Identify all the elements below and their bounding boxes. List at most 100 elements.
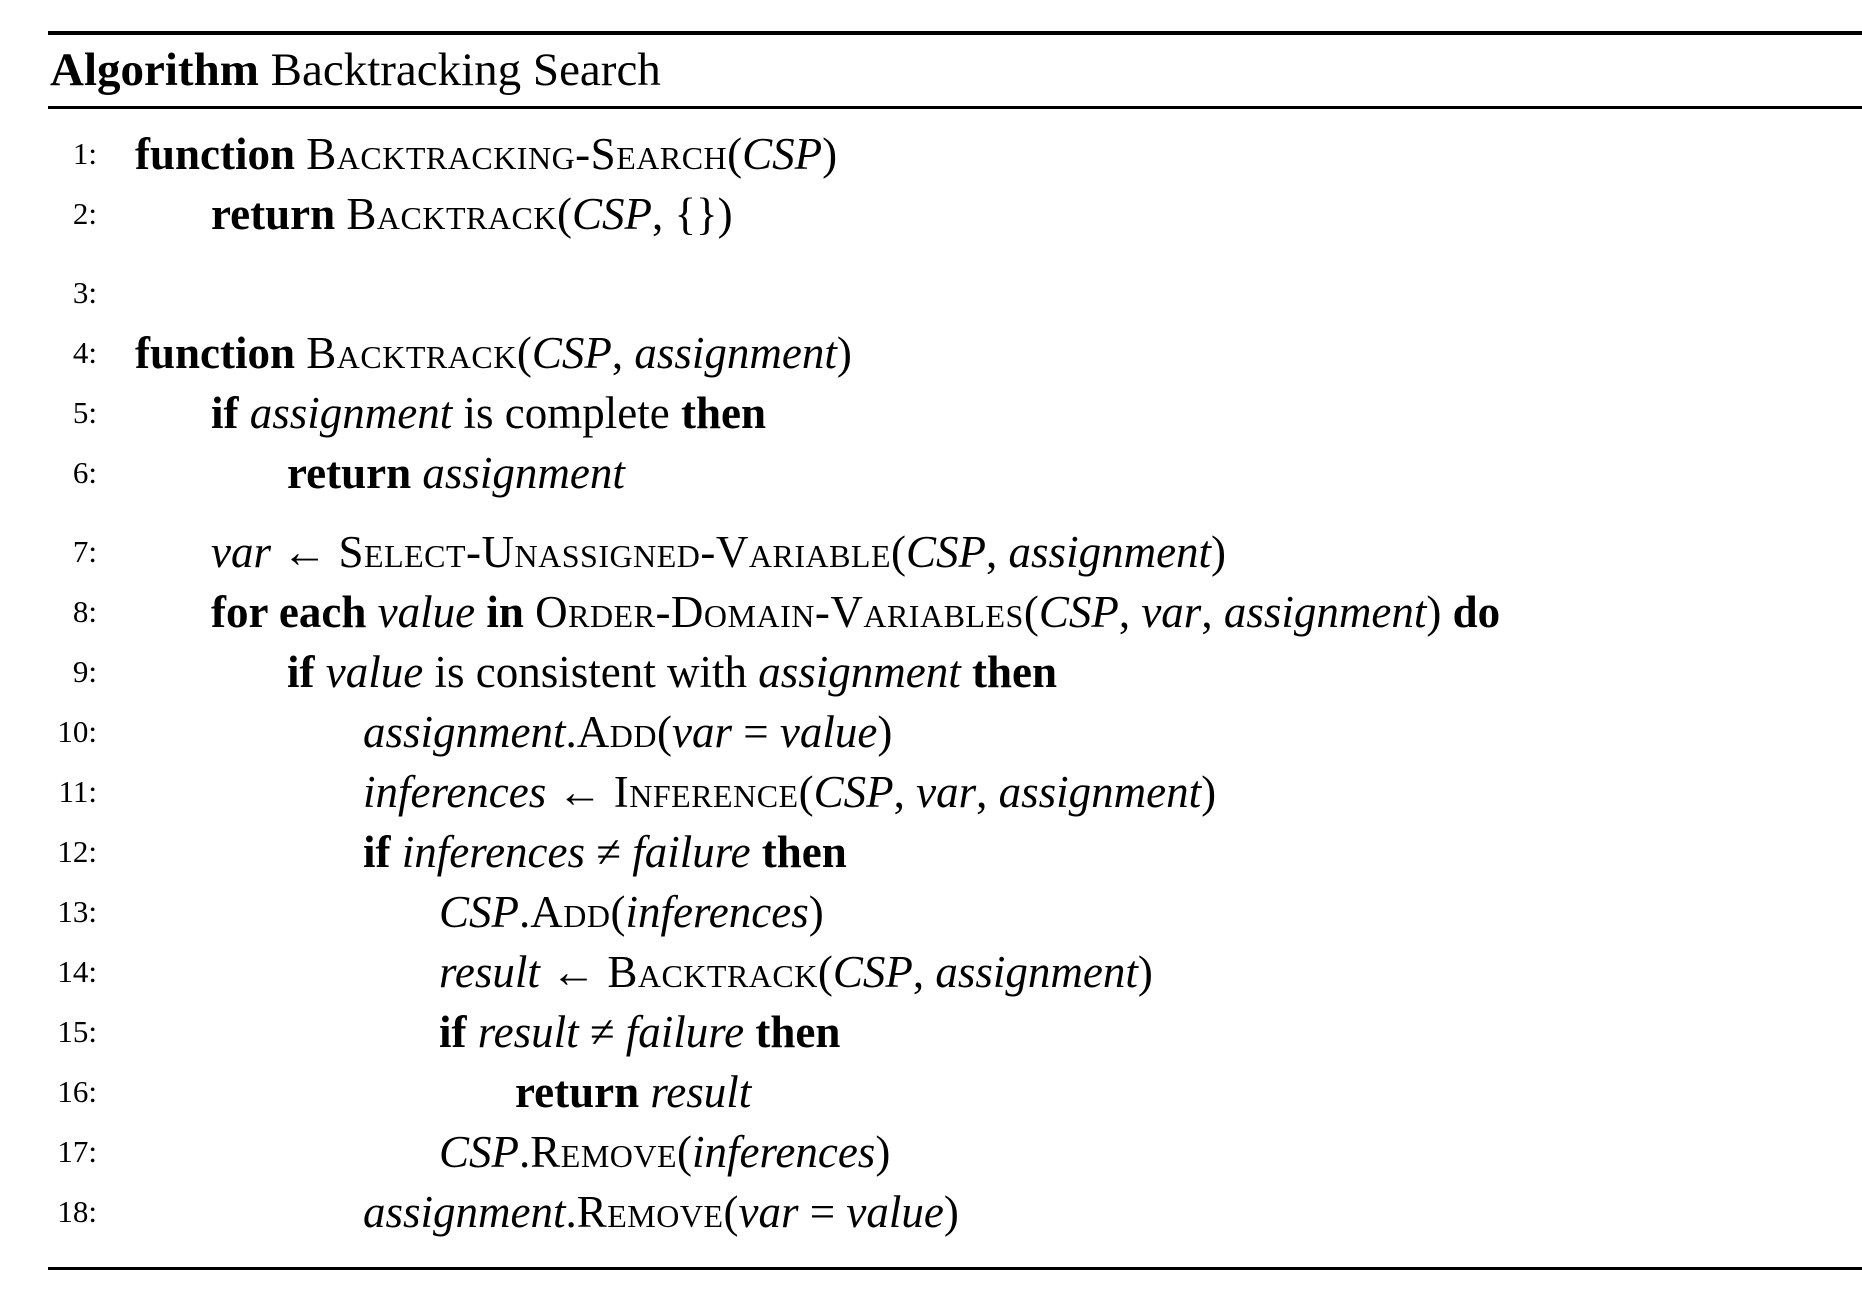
line-number: 1: bbox=[72, 136, 97, 171]
code-segment-rm: , {}) bbox=[651, 189, 733, 239]
code-segment-kw: in bbox=[475, 587, 536, 637]
code-segment-it: assignment bbox=[1008, 527, 1212, 577]
code-segment-kw: if bbox=[287, 647, 326, 697]
code-segment-rm: ← bbox=[539, 947, 608, 997]
title-spacer bbox=[259, 44, 271, 96]
code-segment-it: inferences bbox=[692, 1127, 876, 1177]
code-segment-rm: ) bbox=[943, 1187, 959, 1237]
code-segment-it: CSP bbox=[439, 1127, 520, 1177]
code-segment-it: assignment bbox=[634, 328, 837, 378]
code-segment-rm: ( bbox=[798, 767, 814, 817]
line-number: 11: bbox=[58, 774, 97, 809]
line-number: 12: bbox=[57, 834, 97, 869]
code-segment-sc: Backtrack bbox=[607, 947, 818, 997]
code-segment-rm: , bbox=[986, 527, 1009, 577]
line-number: 17: bbox=[57, 1134, 97, 1169]
line-number: 4: bbox=[72, 335, 97, 370]
code-segment-it: value bbox=[779, 707, 878, 757]
code-segment-rm bbox=[751, 827, 762, 877]
code-segment-rm: is consistent with bbox=[423, 647, 759, 697]
algorithm-line: 8:for each value in Order-Domain-Variabl… bbox=[0, 582, 1862, 642]
algorithm-line: 14:result ← Backtrack(CSP, assignment) bbox=[0, 942, 1862, 1002]
line-content: CSP.Add(inferences) bbox=[439, 886, 824, 938]
code-segment-sc: Add bbox=[530, 887, 611, 937]
code-segment-kw: return bbox=[287, 448, 423, 498]
code-segment-rm: ← bbox=[546, 767, 614, 817]
algorithm-line: 6: return assignment bbox=[0, 443, 1862, 503]
algorithm-line: 12: if inferences ≠ failure then bbox=[0, 822, 1862, 882]
code-segment-kw: function bbox=[135, 328, 307, 378]
code-segment-rm: , bbox=[1201, 587, 1224, 637]
code-segment-rm: ( bbox=[723, 1187, 739, 1237]
code-segment-it: CSP bbox=[832, 947, 913, 997]
line-number: 15: bbox=[57, 1014, 97, 1049]
code-segment-it: assignment bbox=[935, 947, 1138, 997]
code-segment-rm: , bbox=[893, 767, 917, 817]
code-segment-rm: , bbox=[976, 767, 999, 817]
code-segment-rm: ( bbox=[610, 887, 626, 937]
code-segment-it: inferences bbox=[363, 767, 547, 817]
algorithm-line: 11:inferences ← Inference(CSP, var, assi… bbox=[0, 762, 1862, 822]
line-number: 5: bbox=[72, 395, 97, 430]
code-segment-rm: , bbox=[1118, 587, 1142, 637]
line-content: if assignment is complete then bbox=[211, 387, 766, 439]
code-segment-kw: do bbox=[1452, 587, 1501, 637]
code-segment-rm: = bbox=[798, 1187, 847, 1237]
line-content: var ← Select-Unassigned-Variable(CSP, as… bbox=[211, 526, 1226, 578]
code-segment-sc: Add bbox=[576, 707, 657, 757]
line-number: 7: bbox=[72, 534, 97, 569]
code-segment-kw: function bbox=[135, 129, 307, 179]
code-segment-it: result bbox=[477, 1007, 579, 1057]
line-number: 2: bbox=[72, 196, 97, 231]
code-segment-rm: , bbox=[611, 328, 635, 378]
line-content: return assignment bbox=[287, 447, 625, 499]
code-segment-it: assignment bbox=[422, 448, 625, 498]
code-segment-sc: Backtrack bbox=[346, 189, 557, 239]
code-segment-it: assignment bbox=[1223, 587, 1427, 637]
code-segment-kw: then bbox=[761, 827, 847, 877]
code-segment-sc: Remove bbox=[530, 1127, 678, 1177]
code-segment-sc: Select-Unassigned-Variable bbox=[338, 527, 892, 577]
code-segment-rm: ) bbox=[1211, 527, 1227, 577]
bottom-rule bbox=[48, 1267, 1862, 1270]
line-content: return Backtrack(CSP, {}) bbox=[211, 188, 733, 240]
code-segment-rm: ) bbox=[1137, 947, 1153, 997]
code-segment-it: result bbox=[439, 947, 540, 997]
code-segment-it: failure bbox=[632, 827, 751, 877]
code-segment-rm: ( bbox=[727, 129, 743, 179]
algorithm-line: 18:assignment.Remove(var = value) bbox=[0, 1182, 1862, 1242]
line-content: function Backtracking-Search(CSP) bbox=[135, 128, 837, 180]
algorithm-line: 9:if value is consistent with assignment… bbox=[0, 642, 1862, 702]
code-segment-it: assignment bbox=[998, 767, 1202, 817]
code-segment-it: CSP bbox=[531, 328, 612, 378]
code-segment-it: var bbox=[916, 767, 977, 817]
line-content: function Backtrack(CSP, assignment) bbox=[135, 327, 852, 379]
algorithm-line: 15: if result ≠ failure then bbox=[0, 1002, 1862, 1062]
code-segment-sc: Inference bbox=[613, 767, 799, 817]
code-segment-it: CSP bbox=[742, 129, 823, 179]
algorithm-line: 1: function Backtracking-Search(CSP) bbox=[0, 124, 1862, 184]
code-segment-it: result bbox=[650, 1067, 752, 1117]
line-content: for each value in Order-Domain-Variables… bbox=[211, 586, 1500, 638]
line-content: assignment.Remove(var = value) bbox=[363, 1186, 959, 1238]
header-divider-rule bbox=[48, 106, 1862, 109]
line-content: return result bbox=[515, 1066, 751, 1118]
code-segment-rm: ) bbox=[808, 887, 824, 937]
code-segment-it: assignment bbox=[363, 707, 566, 757]
code-segment-it: CSP bbox=[906, 527, 987, 577]
line-content: if inferences ≠ failure then bbox=[363, 826, 847, 878]
code-segment-it: inferences bbox=[401, 827, 586, 877]
code-segment-rm: ( bbox=[1023, 587, 1039, 637]
line-content: if result ≠ failure then bbox=[439, 1006, 840, 1058]
code-segment-rm: . bbox=[565, 1187, 577, 1237]
algorithm-label: Algorithm bbox=[50, 44, 259, 96]
code-segment-kw: for each bbox=[211, 587, 378, 637]
line-number: 6: bbox=[72, 455, 97, 490]
algorithm-line: 17:CSP.Remove(inferences) bbox=[0, 1122, 1862, 1182]
line-number: 3: bbox=[72, 275, 97, 310]
code-segment-it: CSP bbox=[571, 189, 652, 239]
code-segment-it: assignment bbox=[249, 388, 453, 438]
code-segment-sc: Backtracking-Search bbox=[306, 129, 728, 179]
code-segment-sc: Remove bbox=[576, 1187, 724, 1237]
algorithm-name: Backtracking Search bbox=[270, 44, 661, 96]
